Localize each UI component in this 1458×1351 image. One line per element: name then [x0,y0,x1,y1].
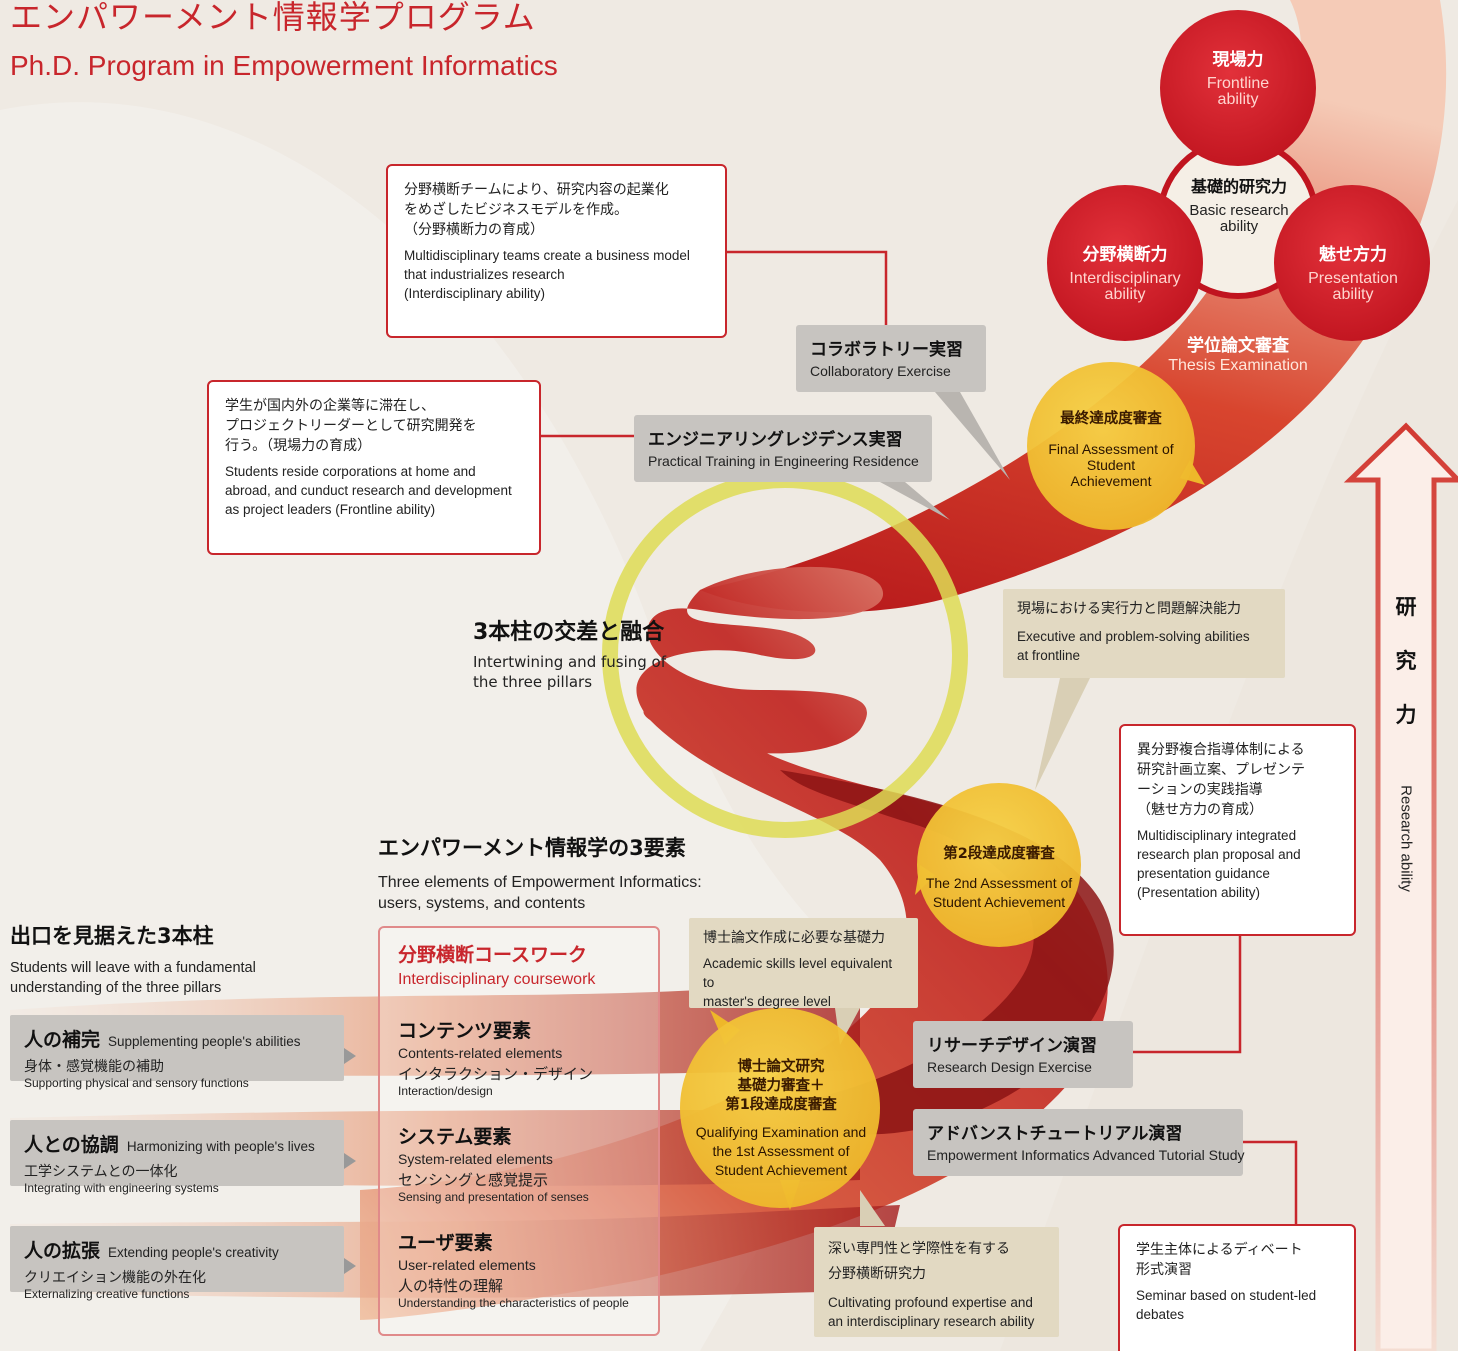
final-assessment-circle [1027,362,1195,530]
presentation-label: 魅せ方力 Presentation ability [1308,245,1398,303]
research-design-connector [1133,936,1242,1054]
seminar-description: 学生主体によるディベート 形式演習 Seminar based on stude… [1118,1224,1356,1351]
qualifying-assessment-circle [680,1008,880,1208]
page-subtitle: Ph.D. Program in Empowerment Informatics [10,50,558,81]
second-assessment-circle [917,783,1081,947]
tutorial-connector [1243,1140,1298,1224]
profound-expertise-box: 深い専門性と学際性を有する 分野横断研究力 Cultivating profou… [814,1227,1059,1337]
element-system: システム要素 System-related elements センシングと感覚提… [398,1126,589,1204]
collaboratory-description: 分野横断チームにより、研究内容の起業化 をめざしたビジネスモデルを作成。 （分野… [386,164,727,338]
three-elements-heading: エンパワーメント情報学の3要素 Three elements of Empowe… [378,836,702,912]
second-assessment-label: 第2段達成度審査 The 2nd Assessment of Student A… [925,846,1073,910]
thesis-exam-label: 学位論文審査 Thesis Examination [1168,336,1308,374]
page-title: エンパワーメント情報学プログラム [10,0,536,36]
interdisciplinary-circle [1047,185,1203,341]
research-ability-jp: 研 究 力 [1395,595,1417,727]
pillars-heading: 出口を見据えた3本柱 Students will leave with a fu… [10,924,256,996]
interdisciplinary-label: 分野横断力 Interdisciplinary ability [1069,245,1181,303]
academic-skills-box: 博士論文作成に必要な基礎力 Academic skills level equi… [689,918,918,1009]
residence-description: 学生が国内外の企業等に滞在し、 プロジェクトリーダーとして研究開発を 行う。（現… [207,380,541,555]
collaboratory-exercise-box: コラボラトリー実習 Collaboratory Exercise [796,325,986,392]
element-contents: コンテンツ要素 Contents-related elements インタラクシ… [398,1020,594,1098]
collab-connector [726,250,888,325]
presentation-circle [1274,185,1430,341]
element-user: ユーザ要素 User-related elements 人の特性の理解 Unde… [398,1232,629,1310]
coursework-title: 分野横断コースワーク Interdisciplinary coursework [398,944,596,988]
presentation-description: 異分野複合指導体制による 研究計画立案、プレゼンテ ーションの実践指導 （魅せ方… [1119,724,1356,936]
final-assessment-label: 最終達成度審査 Final Assessment of Student Achi… [1048,411,1174,489]
frontline-circle [1160,10,1316,166]
research-ability-en: Research ability [1397,785,1415,892]
basic-research-label: 基礎的研究力 Basic research ability [1189,177,1289,235]
research-design-box: リサーチデザイン演習 Research Design Exercise [913,1021,1133,1088]
frontline-label: 現場力 Frontline ability [1206,50,1270,108]
executive-ability-box: 現場における実行力と問題解決能力 Executive and problem-s… [1003,589,1285,678]
fusion-heading: 3本柱の交差と融合 Intertwining and fusing of the… [473,620,667,691]
advanced-tutorial-box: アドバンストチュートリアル演習 Empowerment Informatics … [913,1109,1244,1176]
qualifying-assessment-label: 博士論文研究 基礎力審査＋ 第1段達成度審査 Qualifying Examin… [695,1059,867,1178]
research-ability-arrow [1343,422,1458,1351]
pillar-arrows [344,1048,356,1274]
engineering-residence-box: エンジニアリングレジデンス実習 Practical Training in En… [634,415,932,482]
coursework-panel [378,926,660,1336]
